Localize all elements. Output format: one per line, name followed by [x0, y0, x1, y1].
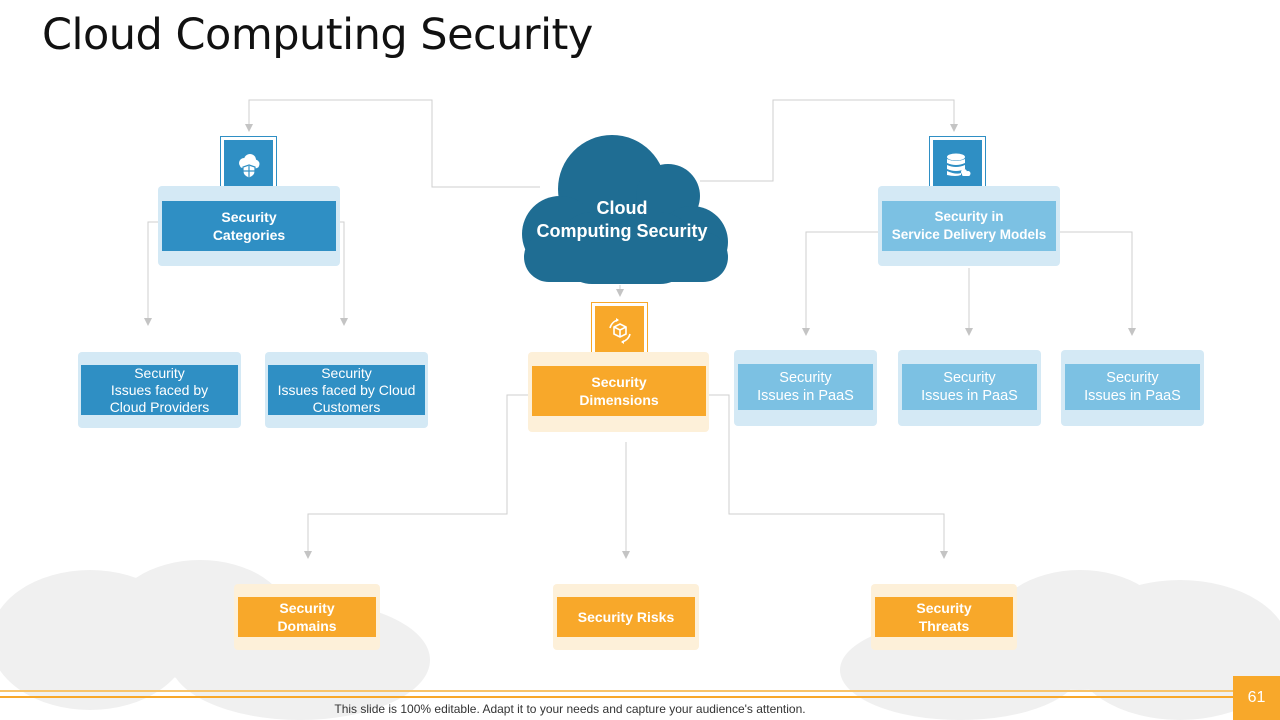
providers-line1: Security: [134, 364, 185, 381]
customers-line2: Issues faced by Cloud: [277, 381, 416, 398]
risks-line1: Security Risks: [577, 609, 675, 625]
delivery-label-line2: Service Delivery Models: [891, 227, 1047, 242]
security-domains-box: Security Domains: [238, 597, 376, 637]
paas-box-2: Security Issues in PaaS: [902, 364, 1037, 410]
paas-2-line1: Security: [943, 370, 996, 386]
security-dimensions-box: Security Dimensions: [532, 366, 706, 416]
paas-1-line2: Issues in PaaS: [757, 388, 854, 404]
paas-2-line2: Issues in PaaS: [921, 388, 1018, 404]
paas-box-3: Security Issues in PaaS: [1065, 364, 1200, 410]
dimensions-icon-tile: [591, 302, 648, 359]
database-cloud-icon: [933, 140, 982, 189]
center-cloud-shape: [522, 135, 728, 284]
box-cycle-icon: [595, 306, 644, 355]
security-delivery-models-box: Security in Service Delivery Models: [882, 201, 1056, 251]
domains-line1: Security: [279, 600, 335, 616]
cloud-shield-icon: [224, 140, 273, 189]
page-number: 61: [1233, 676, 1280, 720]
providers-line3: Cloud Providers: [109, 398, 210, 415]
paas-3-line1: Security: [1106, 370, 1159, 386]
paas-3-line2: Issues in PaaS: [1084, 388, 1181, 404]
delivery-icon-tile: [929, 136, 986, 193]
center-label-line1: Cloud: [596, 198, 648, 218]
delivery-label-line1: Security in: [934, 209, 1004, 224]
threats-line1: Security: [916, 600, 972, 616]
domains-line2: Domains: [277, 618, 337, 634]
paas-box-1: Security Issues in PaaS: [738, 364, 873, 410]
page-title: Cloud Computing Security: [42, 10, 593, 60]
issues-cloud-customers-box: Security Issues faced by Cloud Customers: [268, 365, 425, 415]
dimensions-label-line1: Security: [591, 374, 647, 390]
center-label-line2: Computing Security: [536, 221, 708, 241]
dimensions-label-line2: Dimensions: [579, 392, 659, 408]
providers-line2: Issues faced by: [110, 381, 209, 398]
customers-line3: Customers: [312, 398, 381, 415]
security-categories-box: Security Categories: [162, 201, 336, 251]
center-cloud-label: Cloud Computing Security: [520, 197, 724, 243]
footer-note: This slide is 100% editable. Adapt it to…: [334, 702, 806, 716]
categories-label-line2: Categories: [212, 227, 286, 243]
paas-1-line1: Security: [779, 370, 832, 386]
security-threats-box: Security Threats: [875, 597, 1013, 637]
customers-line1: Security: [321, 364, 372, 381]
categories-label-line1: Security: [221, 209, 277, 225]
footer-stripe-top: [0, 690, 1233, 692]
categories-icon-tile: [220, 136, 277, 193]
footer-stripe-bottom: [0, 696, 1233, 698]
security-risks-box: Security Risks: [557, 597, 695, 637]
threats-line2: Threats: [918, 618, 970, 634]
issues-cloud-providers-box: Security Issues faced by Cloud Providers: [81, 365, 238, 415]
